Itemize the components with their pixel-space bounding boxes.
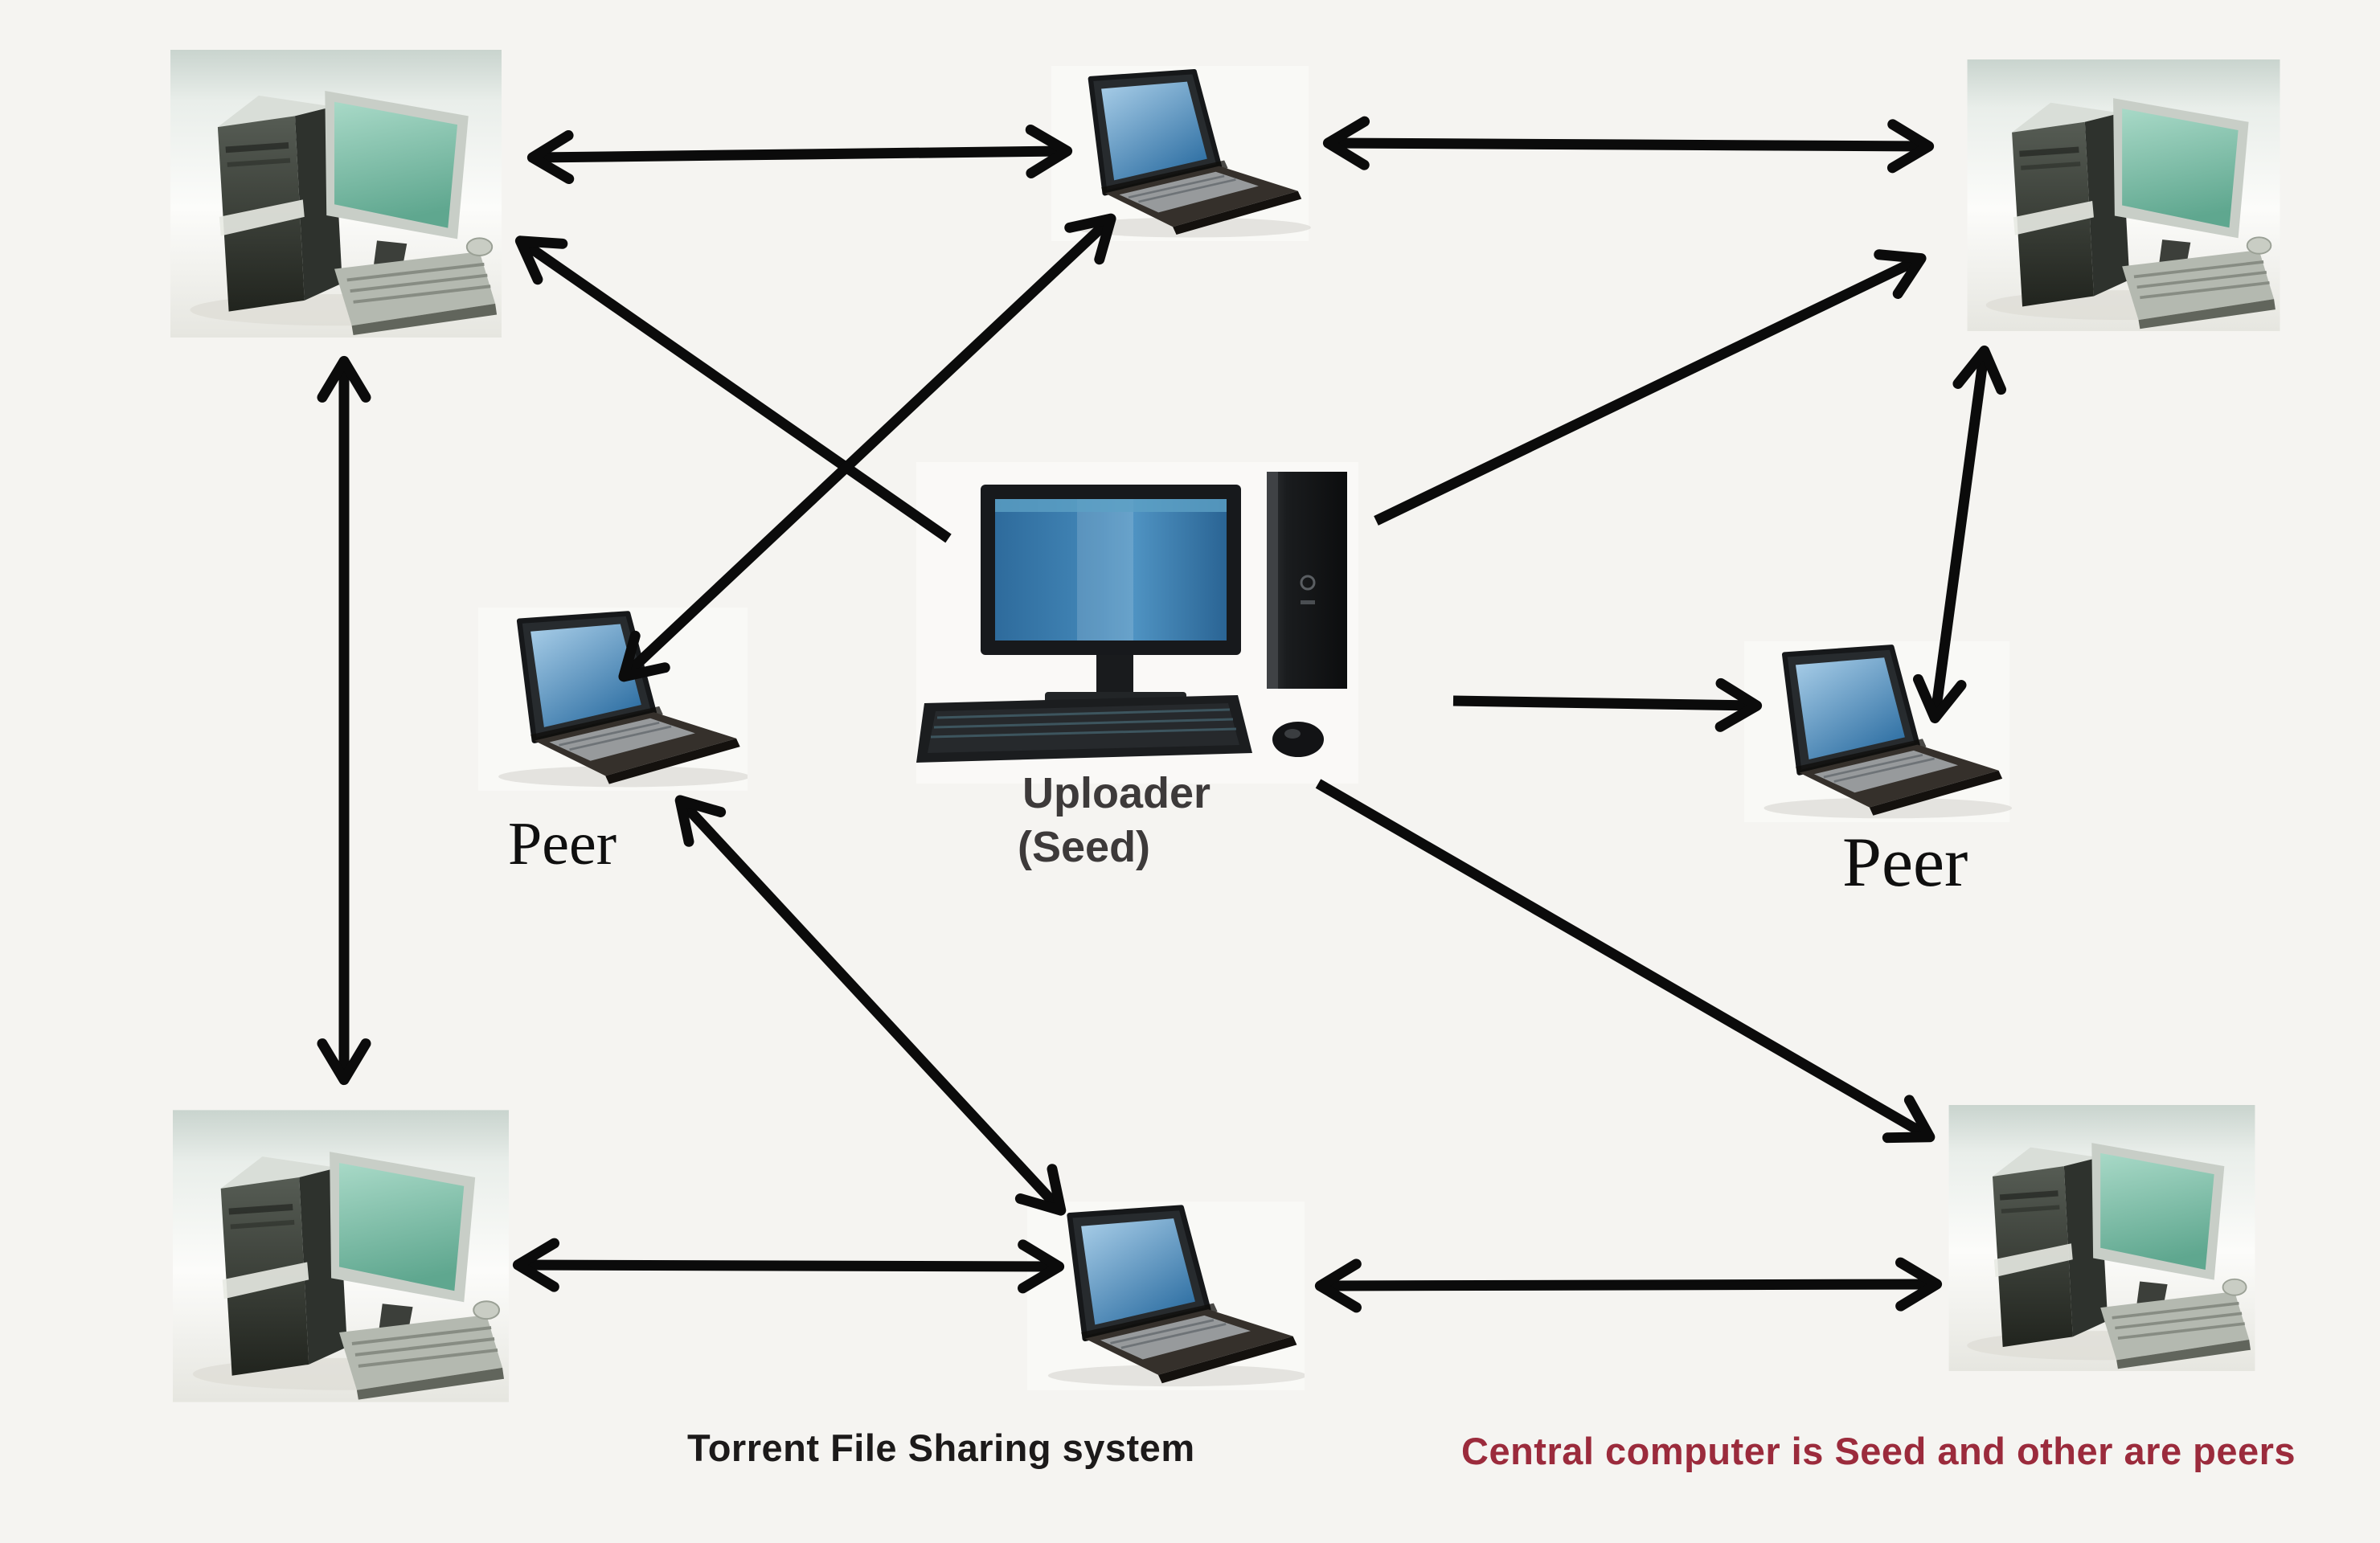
- arrow-laptop-left-to-laptop-top: [618, 213, 1116, 682]
- peer-label-right: Peer: [1842, 824, 1968, 902]
- network-nodes: [169, 50, 2280, 1402]
- arrow-laptop-left-to-laptop-bottom: [674, 795, 1067, 1216]
- uploader-seed-desktop-image: [916, 462, 1358, 784]
- arrow-laptop-top-to-desktop-top-right: [1322, 116, 1935, 174]
- peer-label-left: Peer: [508, 810, 617, 878]
- peer-desktop-bottom-right-image: [1947, 1105, 2257, 1371]
- connection-arrows: [317, 116, 2007, 1313]
- arrow-laptop-bottom-to-desktop-bottom-right: [1314, 1257, 1943, 1313]
- peer-desktop-top-right-image: [1968, 59, 2280, 331]
- arrow-desktop-top-left-to-laptop-top: [526, 124, 1073, 185]
- arrow-laptop-right-to-desktop-top-right: [1912, 345, 2007, 724]
- peer-desktop-bottom-left-image: [173, 1110, 509, 1402]
- arrow-seed-to-laptop-right: [1452, 677, 1763, 732]
- arrow-desktop-bottom-left-to-laptop-bottom: [512, 1238, 1065, 1294]
- peer-desktop-top-left-image: [169, 50, 503, 338]
- peer-laptop-bottom-image: [1027, 1201, 1307, 1390]
- seed-note-caption: Central computer is Seed and other are p…: [1461, 1430, 2296, 1472]
- peer-laptop-top-image: [1051, 66, 1311, 241]
- diagram-title-caption: Torrent File Sharing system: [687, 1426, 1195, 1469]
- peer-laptop-left-image: [478, 608, 750, 791]
- arrow-seed-to-desktop-top-right: [1374, 249, 1927, 526]
- arrow-seed-to-desktop-bottom-right: [1315, 779, 1936, 1144]
- arrow-seed-to-desktop-top-left: [514, 235, 952, 543]
- peer-laptop-right-image: [1744, 641, 2012, 822]
- uploader-label-line2: (Seed): [1018, 823, 1150, 871]
- uploader-label-line1: Uploader: [1022, 769, 1210, 817]
